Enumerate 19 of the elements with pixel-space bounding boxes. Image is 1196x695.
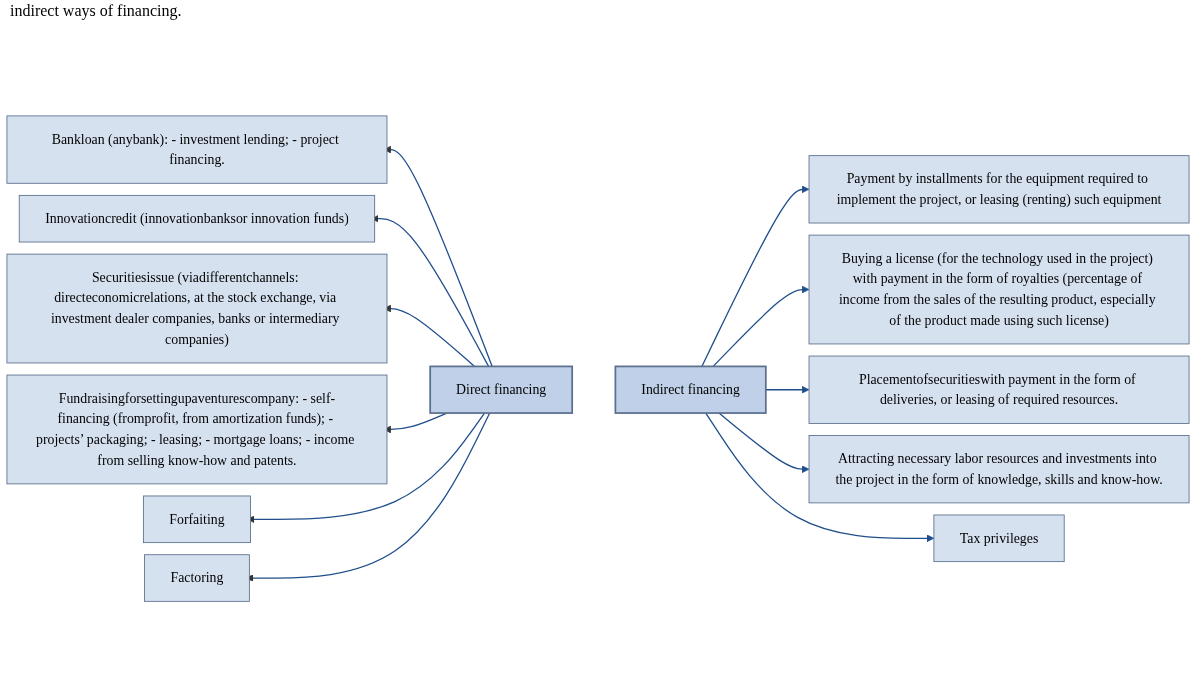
node-box: Forfaiting	[142, 495, 251, 543]
node-box: Factoring	[144, 554, 250, 602]
node-box: Payment by installments for the equipment required to implement the project, or leasing (renting) such equipment	[808, 155, 1190, 224]
arrow	[718, 412, 810, 473]
node-box: Attracting necessary labor resources and investments into the project in the form of knowledge, skills and know-how.	[808, 434, 1190, 504]
node-box: Buying a license (for the technology used in the project) with payment in the form of royalties (percentage of income from the sales of the resulting product, especially of the product made using such license)	[808, 234, 1190, 345]
note-text: indirect ways of financing.	[10, 2, 182, 19]
arrow	[701, 185, 810, 367]
node-box: Fundraisingforsettingupaventurescompany: - self-financing (fromprofit, from amortization funds); - projects’ packaging; - leasing; - mortgage loans; - income from selling know-how and patents.	[6, 374, 388, 485]
node-box: Indirect financing	[614, 365, 767, 414]
node-box: Bankloan (anybank): - investment lending; - project financing.	[6, 115, 388, 184]
arrow	[705, 412, 935, 542]
arrow	[712, 285, 810, 367]
arrow	[765, 385, 810, 394]
node-box: Placementofsecuritieswith payment in the form of deliveries, or leasing of required resources.	[808, 355, 1190, 424]
node-box: Innovationcredit (innovationbanksor innovation funds)	[18, 194, 376, 243]
node-box: Tax privileges	[933, 514, 1065, 562]
node-box: Securitiesissue (viadifferentchannels: directeconomicrelations, at the stock exchange, via investment dealer companies, banks or intermediary companies)	[6, 253, 388, 364]
node-box: Direct financing	[429, 365, 574, 414]
